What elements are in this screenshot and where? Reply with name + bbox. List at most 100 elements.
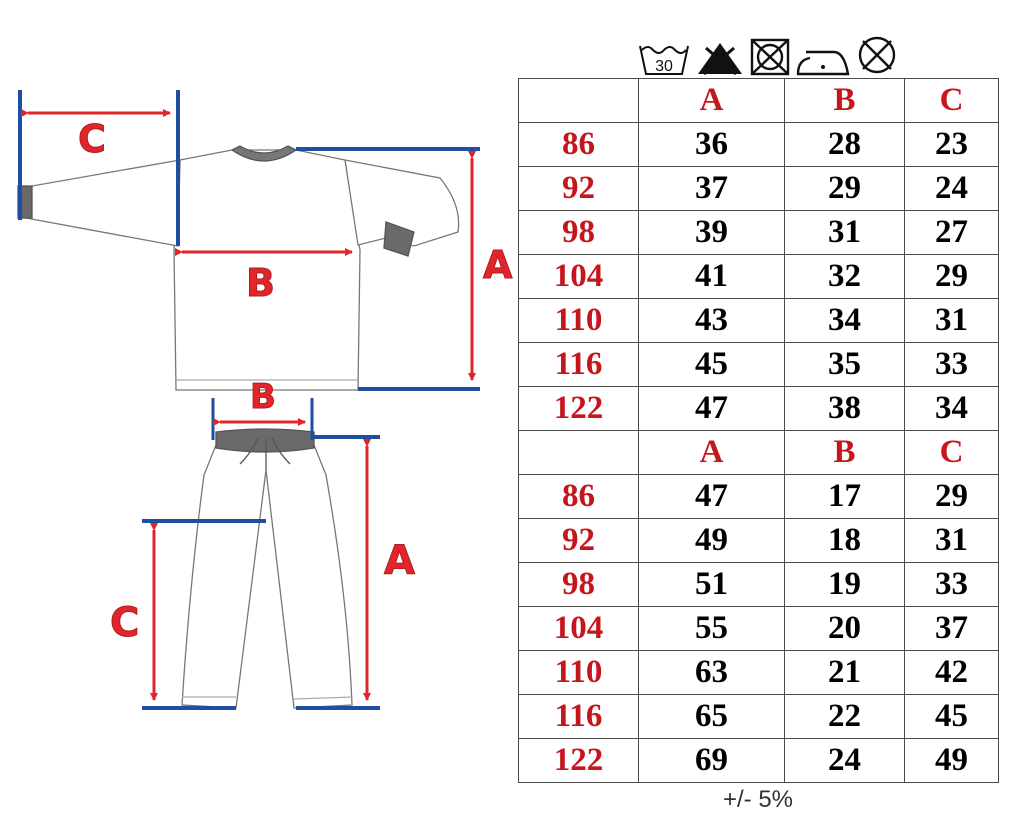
garment-diagram: C B A B A C xyxy=(17,90,514,710)
header-c: C xyxy=(904,78,999,123)
table-row: 92 37 29 24 xyxy=(518,166,999,211)
value-cell: 27 xyxy=(904,210,999,255)
value-cell: 22 xyxy=(784,694,905,739)
value-cell: 33 xyxy=(904,342,999,387)
no-bleach-icon xyxy=(698,43,742,76)
table-row: 98 39 31 27 xyxy=(518,210,999,255)
value-cell: 47 xyxy=(638,474,785,519)
value-cell: 24 xyxy=(904,166,999,211)
size-cell: 122 xyxy=(518,386,639,431)
size-cell: 92 xyxy=(518,518,639,563)
no-dry-clean-icon xyxy=(858,36,896,74)
trousers-letter-a: A xyxy=(384,538,415,584)
size-table: A B C 86 36 28 23 92 37 29 24 98 39 31 2… xyxy=(518,78,999,783)
wash-temperature: 30 xyxy=(655,58,673,75)
trousers-measurements xyxy=(142,398,380,710)
value-cell: 29 xyxy=(784,166,905,211)
value-cell: 32 xyxy=(784,254,905,299)
table-row: 92 49 18 31 xyxy=(518,518,999,563)
header-a: A xyxy=(638,78,785,123)
value-cell: 33 xyxy=(904,562,999,607)
value-cell: 45 xyxy=(904,694,999,739)
shirt-letter-c: C xyxy=(78,117,106,161)
value-cell: 19 xyxy=(784,562,905,607)
table-row: 86 36 28 23 xyxy=(518,122,999,167)
size-cell: 110 xyxy=(518,650,639,695)
header-empty xyxy=(518,430,639,475)
wash-30-icon: 30 xyxy=(639,45,689,75)
header-empty xyxy=(518,78,639,123)
value-cell: 37 xyxy=(904,606,999,651)
top-header-row: A B C xyxy=(518,78,999,123)
value-cell: 47 xyxy=(638,386,785,431)
value-cell: 43 xyxy=(638,298,785,343)
value-cell: 21 xyxy=(784,650,905,695)
iron-low-icon xyxy=(796,50,850,76)
table-row: 98 51 19 33 xyxy=(518,562,999,607)
size-cell: 122 xyxy=(518,738,639,783)
value-cell: 29 xyxy=(904,474,999,519)
value-cell: 35 xyxy=(784,342,905,387)
value-cell: 63 xyxy=(638,650,785,695)
shirt-letter-b: B xyxy=(246,261,275,305)
header-b: B xyxy=(784,430,905,475)
table-row: 116 65 22 45 xyxy=(518,694,999,739)
value-cell: 36 xyxy=(638,122,785,167)
tolerance-note: +/- 5% xyxy=(722,786,794,813)
size-cell: 86 xyxy=(518,474,639,519)
value-cell: 31 xyxy=(784,210,905,255)
no-tumble-dry-icon xyxy=(750,38,790,76)
table-row: 122 47 38 34 xyxy=(518,386,999,431)
value-cell: 20 xyxy=(784,606,905,651)
value-cell: 55 xyxy=(638,606,785,651)
bottom-header-row: A B C xyxy=(518,430,999,475)
table-row: 86 47 17 29 xyxy=(518,474,999,519)
size-cell: 110 xyxy=(518,298,639,343)
value-cell: 34 xyxy=(784,298,905,343)
table-row: 122 69 24 49 xyxy=(518,738,999,783)
size-cell: 98 xyxy=(518,210,639,255)
value-cell: 34 xyxy=(904,386,999,431)
value-cell: 38 xyxy=(784,386,905,431)
value-cell: 51 xyxy=(638,562,785,607)
table-row: 116 45 35 33 xyxy=(518,342,999,387)
header-c: C xyxy=(904,430,999,475)
value-cell: 41 xyxy=(638,254,785,299)
value-cell: 69 xyxy=(638,738,785,783)
header-b: B xyxy=(784,78,905,123)
trousers-letter-c: C xyxy=(110,600,139,646)
value-cell: 65 xyxy=(638,694,785,739)
value-cell: 37 xyxy=(638,166,785,211)
value-cell: 49 xyxy=(904,738,999,783)
value-cell: 18 xyxy=(784,518,905,563)
value-cell: 49 xyxy=(638,518,785,563)
value-cell: 29 xyxy=(904,254,999,299)
trousers-letter-b: B xyxy=(250,377,276,417)
value-cell: 45 xyxy=(638,342,785,387)
value-cell: 28 xyxy=(784,122,905,167)
table-row: 104 41 32 29 xyxy=(518,254,999,299)
shirt-letter-a: A xyxy=(483,243,513,287)
trousers-illustration xyxy=(181,428,353,709)
value-cell: 23 xyxy=(904,122,999,167)
size-cell: 104 xyxy=(518,254,639,299)
size-cell: 98 xyxy=(518,562,639,607)
size-cell: 116 xyxy=(518,342,639,387)
value-cell: 24 xyxy=(784,738,905,783)
shirt-illustration xyxy=(17,145,460,391)
size-cell: 116 xyxy=(518,694,639,739)
table-row: 104 55 20 37 xyxy=(518,606,999,651)
value-cell: 42 xyxy=(904,650,999,695)
size-cell: 92 xyxy=(518,166,639,211)
value-cell: 31 xyxy=(904,518,999,563)
care-icons: 30 xyxy=(638,34,898,76)
shirt-measurements xyxy=(18,90,480,391)
value-cell: 31 xyxy=(904,298,999,343)
size-cell: 104 xyxy=(518,606,639,651)
size-cell: 86 xyxy=(518,122,639,167)
table-row: 110 63 21 42 xyxy=(518,650,999,695)
header-a: A xyxy=(638,430,785,475)
value-cell: 17 xyxy=(784,474,905,519)
table-row: 110 43 34 31 xyxy=(518,298,999,343)
value-cell: 39 xyxy=(638,210,785,255)
